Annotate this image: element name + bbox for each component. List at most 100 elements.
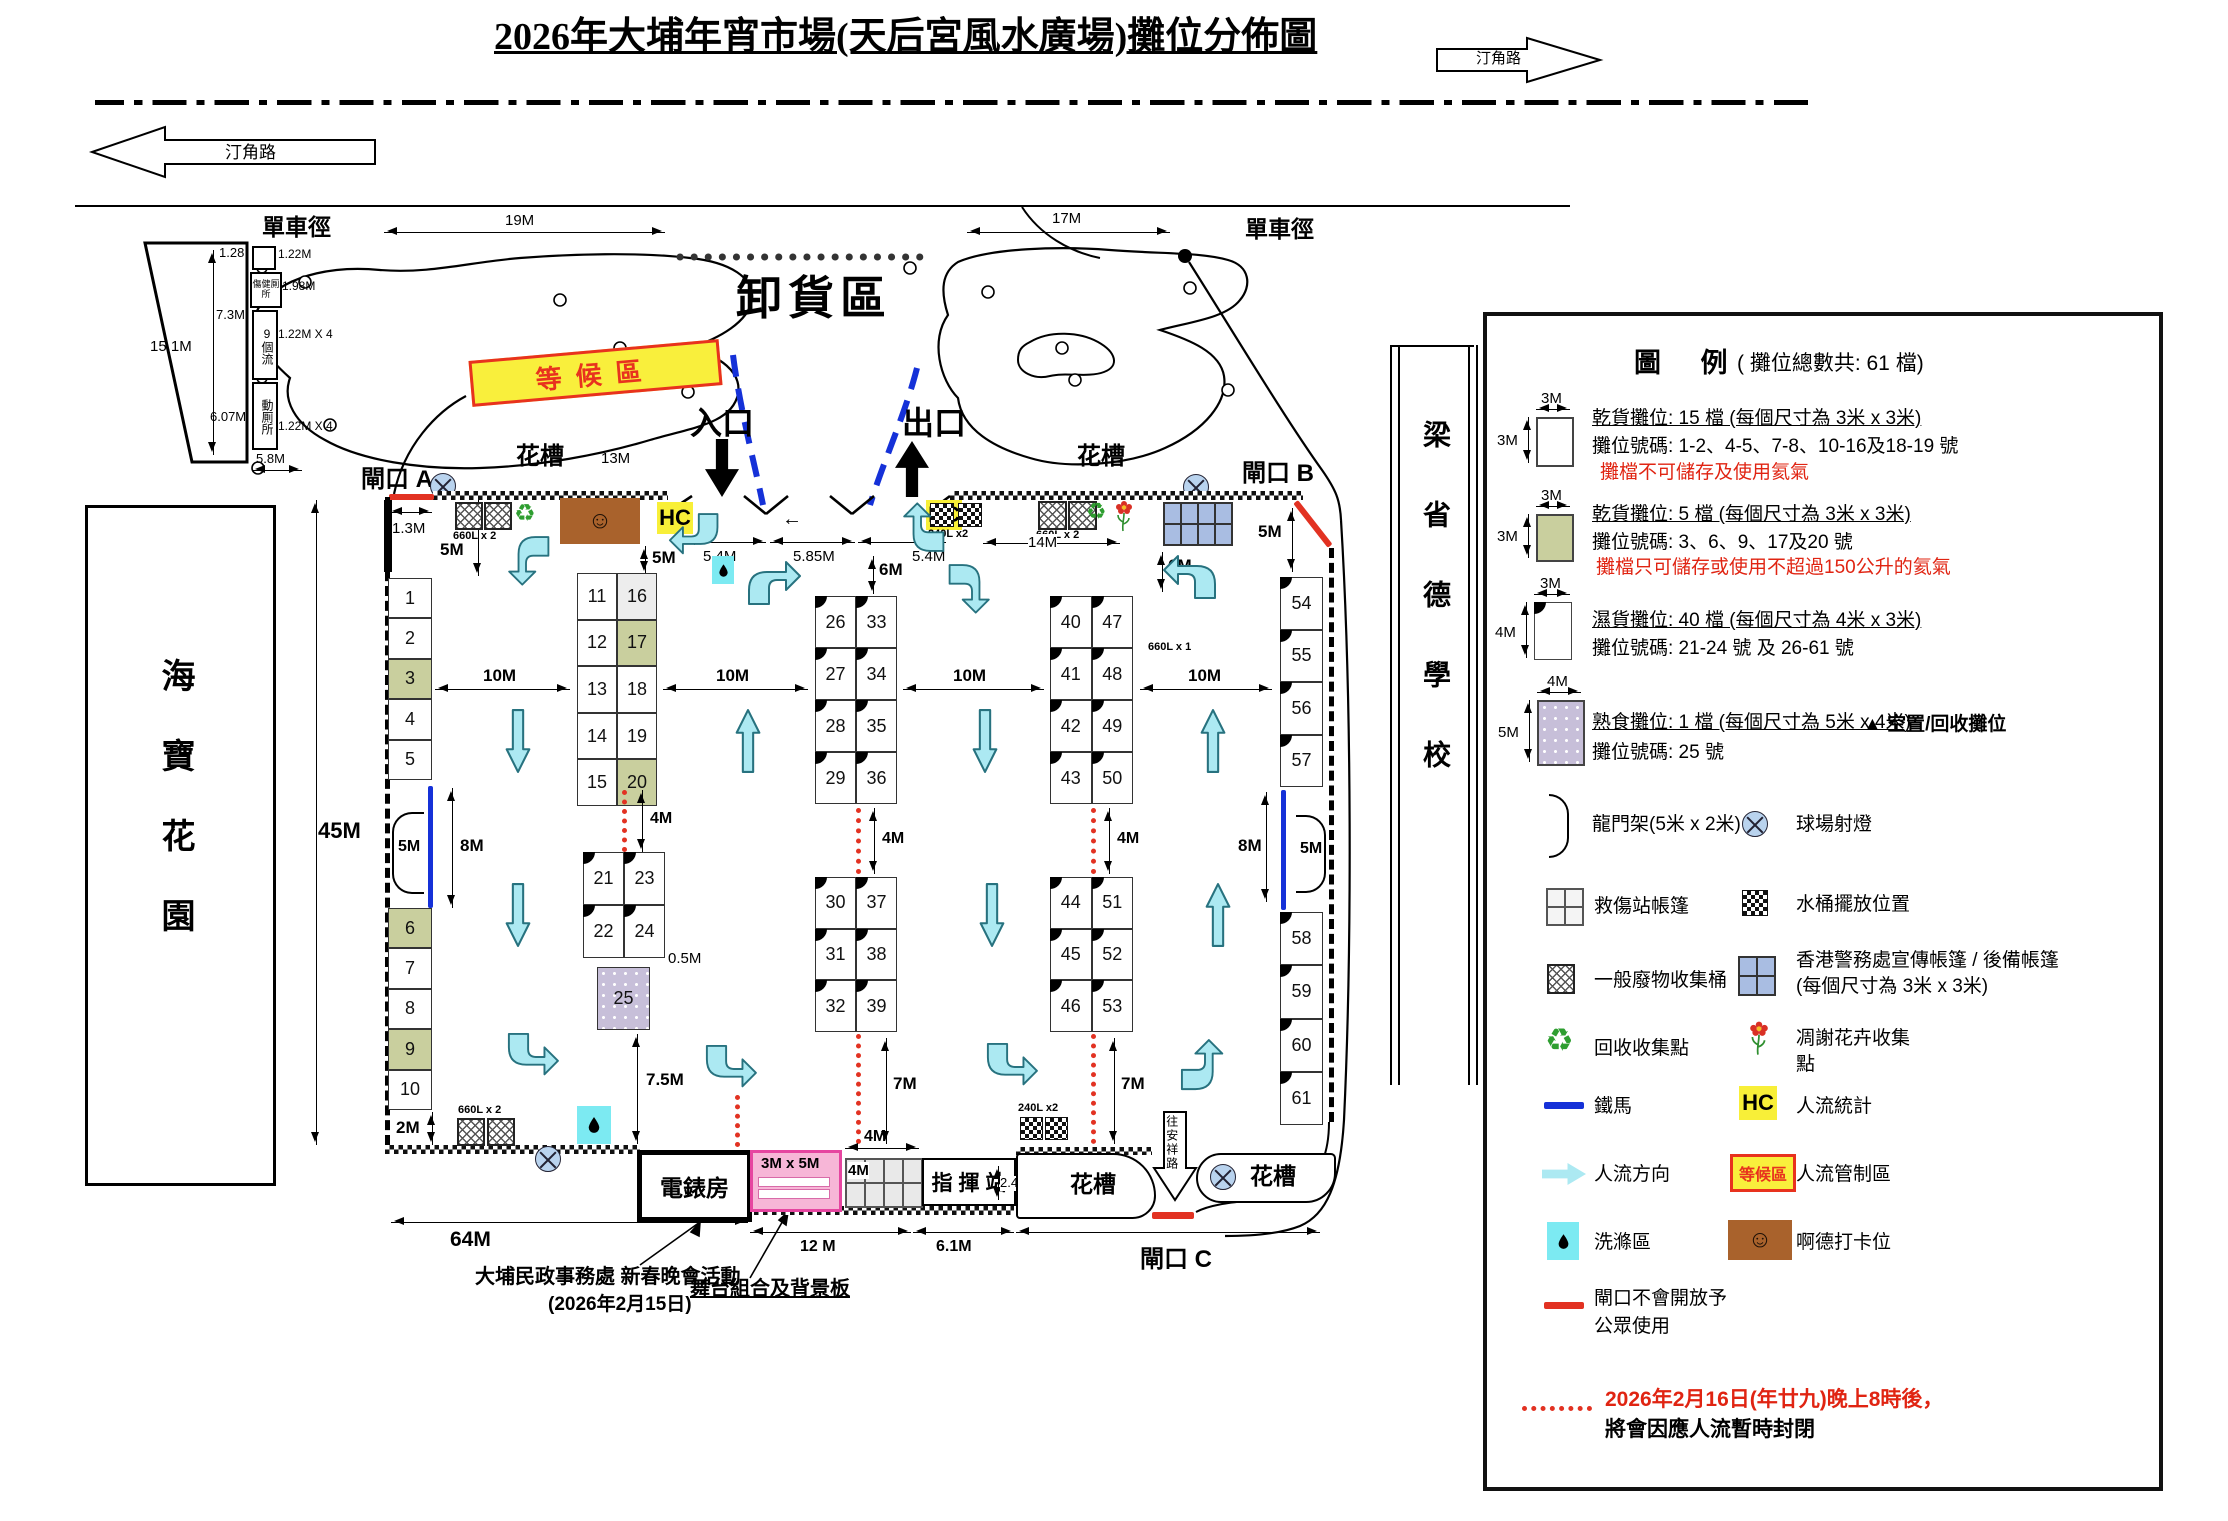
road-arrow-left [88,125,376,179]
closure-dotted-a [622,790,627,852]
dim-1-3-line [389,507,432,516]
legend-bucket-icon [1742,890,1768,916]
stall-18: 18 [617,666,657,713]
stall-block-25: 25 [597,967,650,1030]
dim-8m-a: 8M [460,836,484,855]
planter-box-south-west: 花槽 [1016,1153,1156,1219]
dim-7m-a: 7M [893,1074,917,1093]
flow-arrow [735,708,761,774]
planter-bean [1016,332,1115,378]
legend-dry1-warning: 攤檔不可儲存及使用氦氣 [1600,462,1810,483]
stall-3: 3 [388,658,432,700]
exit-label: 出口 [902,405,967,441]
stall-23: 23 [624,852,665,905]
bin-240x2-label-b: 240L x2 [1018,1102,1059,1114]
legend-floodlight-icon [1742,811,1768,837]
dim-7m-a-line [881,1038,890,1144]
stall-25: 25 [597,967,650,1030]
east-boundary-upper [1188,261,1343,521]
stall-9: 9 [388,1029,432,1070]
dim-6-1m: 6.1M [936,1238,972,1255]
flower-icon-map [1114,498,1134,532]
road-arrow-right [1436,36,1604,84]
stall-11: 11 [577,573,617,620]
planter-box-south-east: 花槽 [1196,1153,1336,1203]
legend-gate-label-2: 公眾使用 [1594,1316,1671,1337]
stall-26: 26 [815,596,856,648]
legend-dry1-l2: 攤位號碼: 1-2、4-5、7-8、10-16及18-19 號 [1592,436,1959,457]
dim-10m-b-line [663,684,808,693]
school-wall-east [1468,345,1478,1085]
stall-38: 38 [856,928,897,981]
stall-35: 35 [856,700,897,752]
recycle-icon-a: ♻ [514,500,536,527]
stall-51: 51 [1091,877,1133,929]
dim-5-85: 5.85M [793,548,835,565]
event-note-line2: (2026年2月15日) [548,1294,692,1315]
legend-cooked-l2: 攤位號碼: 25 號 [1592,742,1724,763]
flow-arrow [1180,1039,1224,1091]
legend-flower-icon [1749,1020,1769,1056]
barrier-line-west [428,786,433,908]
legend-hc-icon: HC [1739,1086,1777,1120]
legend-cooked-w: 4M [1547,673,1568,690]
stall-46: 46 [1050,980,1092,1032]
legend-dry2-l1: 乾貨攤位: 5 檔 (每個尺寸為 3米 x 3米) [1592,504,1911,525]
legend-dry1-w: 3M [1541,390,1562,407]
stall-28: 28 [815,700,856,752]
dim-6-07: 6.07M [210,409,247,424]
unloading-zone-label: 卸貨區 [736,272,892,324]
stall-6: 6 [388,908,432,949]
legend-wet-l1: 濕貨攤位: 40 檔 (每個尺寸為 4米 x 3米) [1592,610,1922,631]
stall-14: 14 [577,712,617,760]
stall-20: 20 [617,759,657,806]
dim-4m-b-line [869,808,878,874]
stall-5: 5 [388,739,432,780]
dim-10m-c: 10M [953,666,987,685]
dim-7m-b: 7M [1121,1074,1145,1093]
dim-4m-c-line [1104,808,1113,874]
dim-13m: 13M [601,450,631,467]
cycle-track-curve [1021,206,1101,259]
stall-22: 22 [583,905,624,958]
legend-flower-label-1: 凋謝花卉收集 [1796,1028,1911,1049]
planter-label-3: 花槽 [1070,1171,1116,1197]
barrier-line-east [1281,790,1286,910]
legend-gantry-icon [1549,794,1569,858]
dim-4m-d: 4M [864,1128,887,1145]
event-note-line1: 大埔民政事務處 新春晚會活動 [475,1266,741,1288]
stall-17: 17 [617,619,657,667]
stall-40: 40 [1050,596,1092,648]
closure-dotted-e [856,1034,861,1144]
legend-waste-icon [1547,964,1575,994]
stall-57: 57 [1280,734,1323,787]
flow-arrow [668,513,719,555]
dim-8m-b: 8M [1238,836,1262,855]
legend-closure-dotted-icon [1522,1406,1592,1411]
dim-45m: 45M [318,818,361,843]
flow-arrow [979,882,1005,948]
stall-47: 47 [1091,596,1133,648]
dim-7-5m: 7.5M [646,1070,684,1089]
police-tent-icon-map [1163,502,1233,546]
dim-12m: 12 M [800,1238,836,1255]
dim-1-22: 1.22M [278,247,312,261]
dim-1-22x4-b: 1.22M X 4 [278,419,333,433]
dim-2-44-line [993,1166,1002,1200]
annotation-arrows [639,1209,790,1279]
legend-control-label: 人流管制區 [1796,1164,1892,1185]
waste-bin-icon-a2 [484,502,512,530]
stall-13: 13 [577,666,617,713]
legend-wet-h-line [1521,602,1530,658]
hc-box-west: HC [657,502,693,534]
stall-58: 58 [1280,912,1323,966]
disabled-toilet-box: 傷健厠所 [250,272,282,308]
stall-44: 44 [1050,877,1092,929]
dim-1-98: 1.98M [282,279,316,293]
mobile-toilet-box-bottom: 動厠所 [252,382,278,450]
entrance-barrier-dashed [730,354,766,506]
legend-recycle-icon: ♻ [1545,1022,1574,1058]
